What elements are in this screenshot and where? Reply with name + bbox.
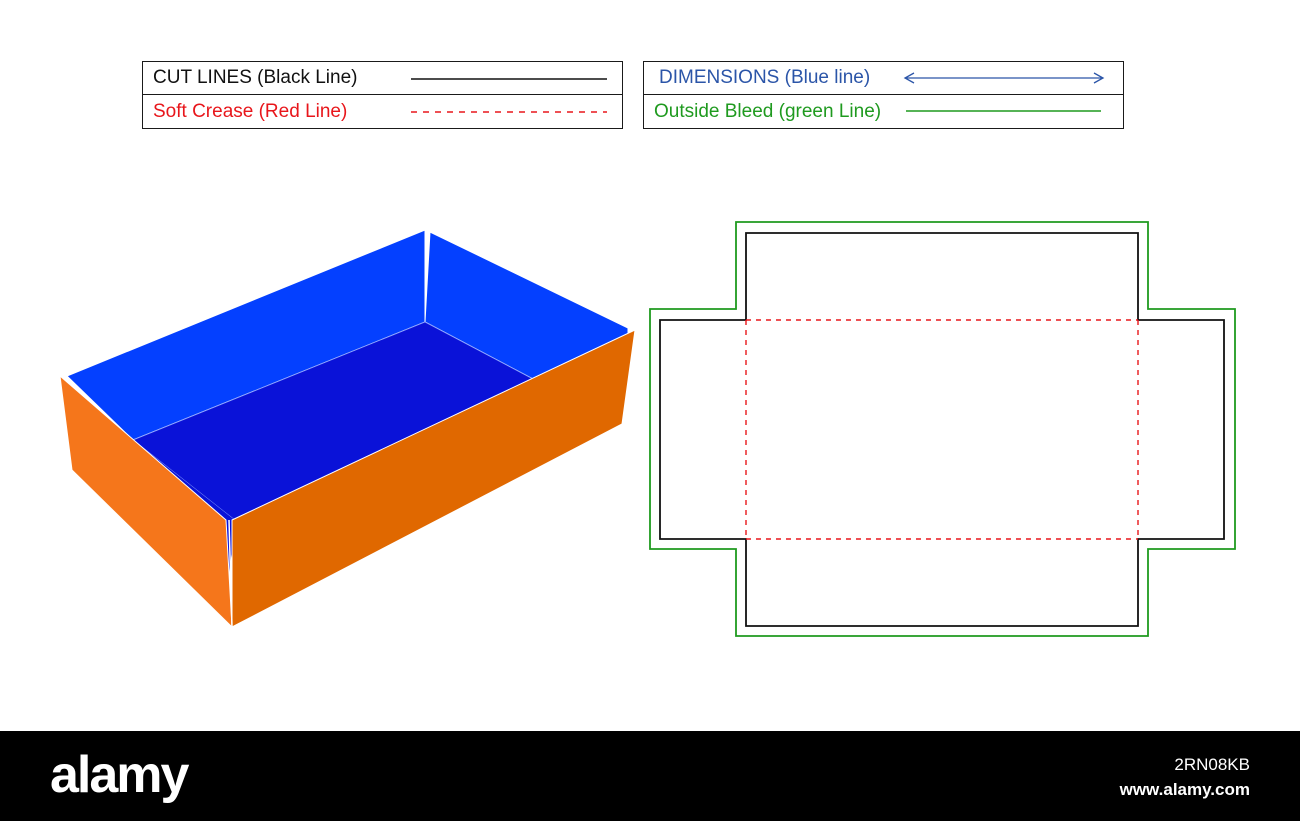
soft-crease-lines — [745, 319, 1139, 540]
crease-line-swatch — [411, 111, 607, 113]
soft-crease-label: Soft Crease (Red Line) — [153, 100, 348, 122]
footer-bar: alamy 2RN08KB www.alamy.com — [0, 731, 1300, 821]
dimensions-label: DIMENSIONS (Blue line) — [659, 67, 871, 88]
footer-image-id: 2RN08KB — [1174, 755, 1250, 774]
legend-row-dimensions: DIMENSIONS (Blue line) — [644, 62, 1123, 95]
footer-url[interactable]: www.alamy.com — [1119, 780, 1250, 799]
dieline — [649, 221, 1236, 637]
footer-logo: alamy — [50, 746, 189, 804]
legend-row-outside-bleed: Outside Bleed (green Line) — [644, 95, 1123, 128]
box-3d-render — [59, 229, 636, 629]
legend-box-right: DIMENSIONS (Blue line) Outside Bleed (gr… — [643, 61, 1124, 129]
legend-box-left: CUT LINES (Black Line) Soft Crease (Red … — [142, 61, 623, 129]
artwork-canvas — [59, 221, 1236, 637]
cut-line-outline — [659, 232, 1225, 627]
box-front-outer-wall — [231, 329, 636, 628]
cut-line-swatch — [411, 78, 607, 80]
outside-bleed-outline — [649, 221, 1236, 637]
outside-bleed-label: Outside Bleed (green Line) — [654, 100, 882, 122]
cut-lines-label: CUT LINES (Black Line) — [153, 67, 358, 88]
dimension-arrow-swatch — [903, 72, 1105, 84]
bleed-line-swatch — [906, 110, 1101, 112]
box-corner-fold — [228, 519, 233, 628]
legend-row-soft-crease: Soft Crease (Red Line) — [143, 95, 622, 128]
legend-row-cut-lines: CUT LINES (Black Line) — [143, 62, 622, 95]
